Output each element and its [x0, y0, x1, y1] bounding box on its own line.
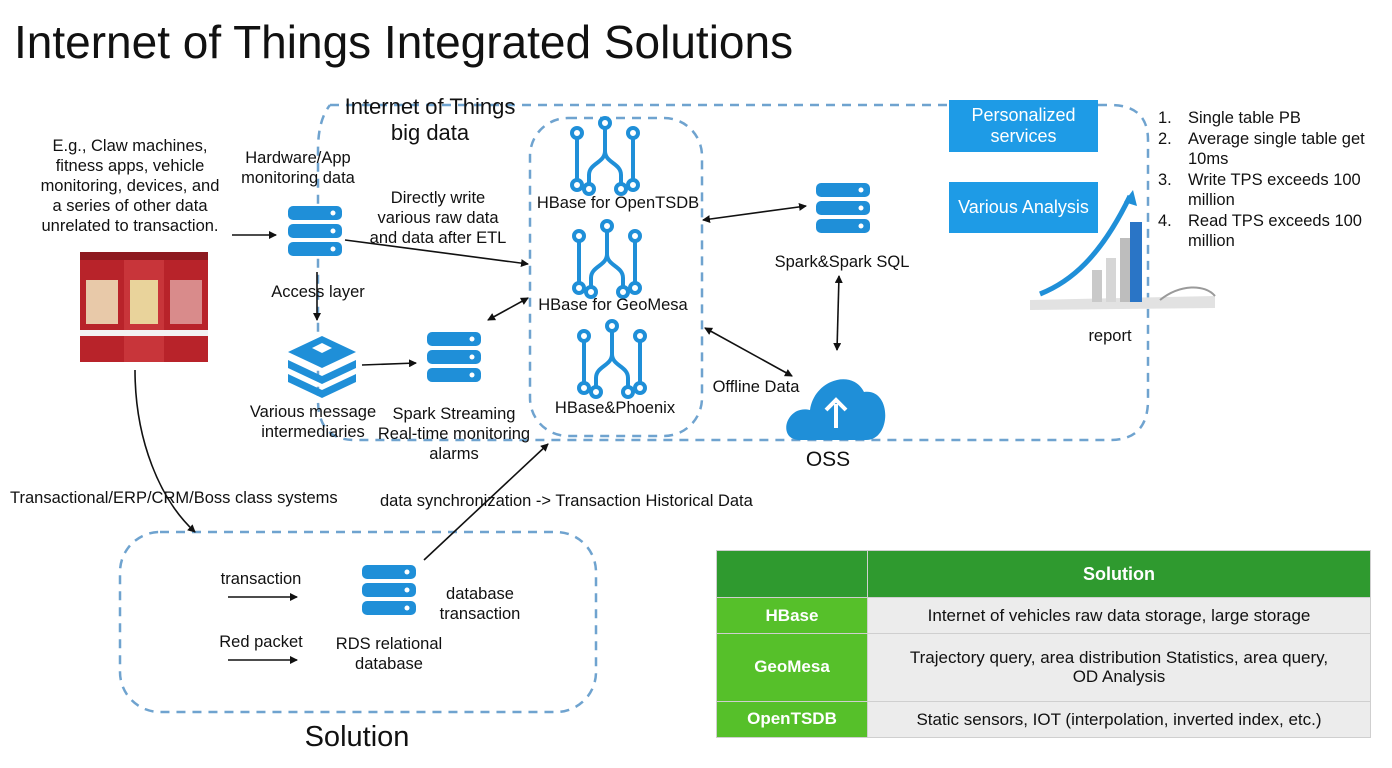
table-header: Solution [867, 550, 1371, 598]
various-analysis-box: Various Analysis [949, 182, 1098, 233]
solution-table: Solution HBase Internet of vehicles raw … [716, 550, 1371, 739]
rds-server-icon [362, 565, 416, 615]
rds-label: RDS relational database [335, 635, 443, 673]
page-title: Internet of Things Integrated Solutions [14, 16, 794, 68]
list-item: 1. Single table PB [1158, 109, 1301, 127]
spark-sql-server-icon [816, 183, 870, 233]
oss-cloud-icon [786, 379, 886, 440]
hbase-opentsdb-icon [570, 116, 640, 196]
table-value-cell: Trajectory query, area distribution Stat… [867, 633, 1371, 702]
spark-streaming-server-icon [427, 332, 481, 382]
table-row: GeoMesa Trajectory query, area distribut… [716, 633, 1371, 702]
table-row: OpenTSDB Static sensors, IOT (interpolat… [716, 700, 1371, 739]
arrow-hbase-to-oss [704, 327, 793, 377]
arrow-rds-to-hbase [423, 443, 549, 561]
report-chart-image [1030, 190, 1216, 310]
hbase-phoenix-icon [577, 319, 647, 399]
offline-data-label: Offline Data [712, 378, 800, 396]
arrow-opentsdb-to-spark [702, 202, 807, 224]
direct-write-label: Directly write various raw data and data… [369, 189, 507, 247]
table-key-cell: OpenTSDB [716, 700, 868, 739]
stats-list: 1. Single table PB 2. Average single tab… [1158, 108, 1365, 252]
table-header-empty [716, 550, 868, 598]
transaction-label: transaction [220, 570, 302, 588]
solution-region [118, 530, 598, 714]
arrow-message-to-streaming [361, 359, 417, 368]
table-key-cell: GeoMesa [716, 633, 868, 702]
arrow-access-to-hbase [344, 239, 529, 268]
data-sync-label: data synchronization -> Transaction Hist… [380, 492, 753, 510]
oss-label: OSS [805, 448, 851, 471]
claw-machine-image [80, 252, 208, 362]
hardware-app-label: Hardware/App monitoring data [241, 149, 355, 187]
hbase-region [528, 116, 704, 438]
access-layer-server-icon [288, 206, 342, 256]
hbase-geomesa-label: HBase for GeoMesa [538, 296, 688, 314]
hbase-geomesa-icon [572, 219, 642, 299]
hbase-opentsdb-label: HBase for OpenTSDB [536, 194, 700, 212]
iot-region [316, 103, 1150, 442]
message-intermediaries-label: Various message intermediaries [249, 403, 377, 441]
access-layer-label: Access layer [271, 283, 365, 301]
iot-big-data-label: Internet of Things big data [344, 94, 516, 145]
spark-streaming-label: Spark Streaming Real-time monitoring ala… [377, 405, 531, 463]
solution-caption: Solution [304, 721, 410, 753]
arrow-streaming-to-geomesa [487, 297, 529, 321]
transactional-systems-label: Transactional/ERP/CRM/Boss class systems [10, 489, 338, 507]
examples-text: E.g., Claw machines, fitness apps, vehic… [40, 137, 220, 235]
spark-sql-label: Spark&Spark SQL [774, 253, 910, 271]
arrow-spark-to-oss [833, 275, 843, 351]
table-key-cell: HBase [716, 596, 868, 635]
red-packet-label: Red packet [219, 633, 303, 651]
report-label: report [1088, 327, 1132, 345]
hbase-phoenix-label: HBase&Phoenix [554, 399, 676, 417]
table-row: HBase Internet of vehicles raw data stor… [716, 596, 1371, 635]
personalized-services-box: Personalized services [949, 100, 1098, 152]
table-value-cell: Internet of vehicles raw data storage, l… [867, 596, 1371, 635]
database-transaction-label: database transaction [439, 585, 521, 623]
arrow-machine-to-solution [134, 369, 196, 533]
message-queue-icon [288, 336, 356, 398]
table-header-row: Solution [716, 550, 1371, 598]
table-value-cell: Static sensors, IOT (interpolation, inve… [867, 700, 1371, 739]
